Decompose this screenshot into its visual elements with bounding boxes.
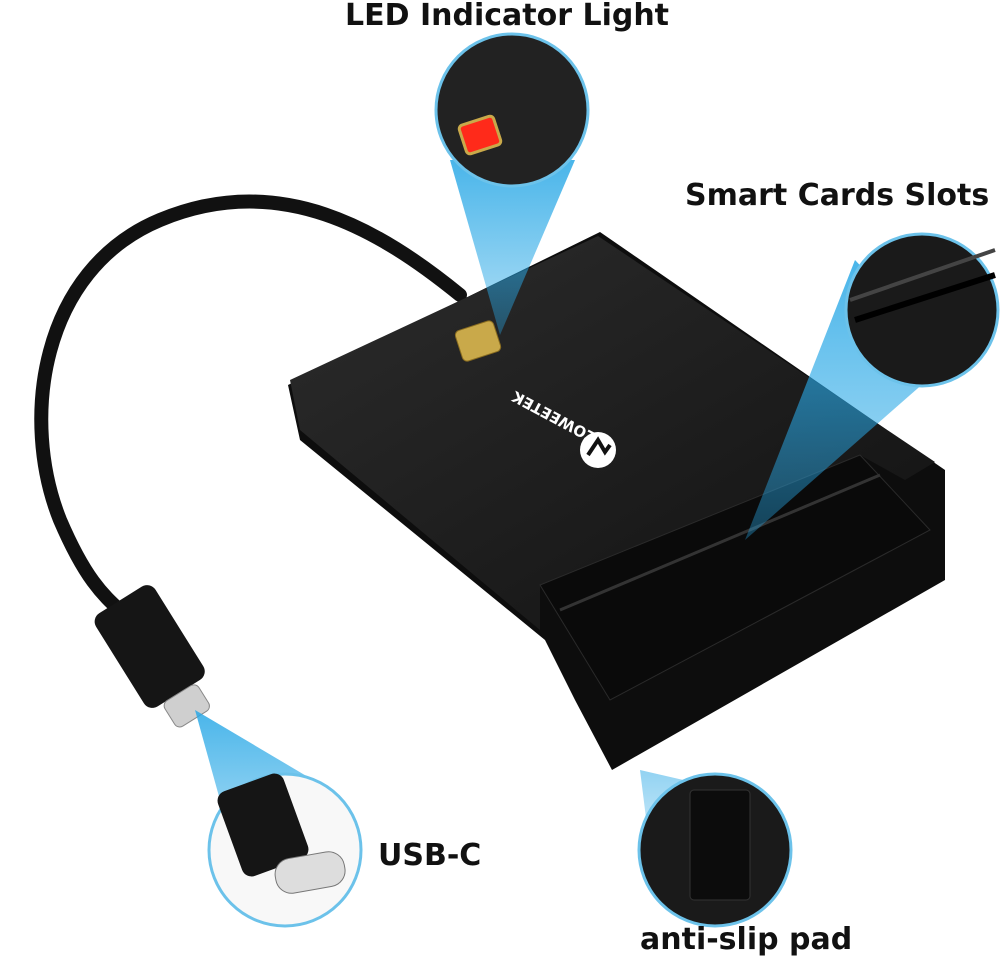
smart-card-slots-label: Smart Cards Slots	[685, 178, 990, 213]
usb-c-label: USB-C	[378, 838, 482, 873]
card-slot	[539, 454, 931, 701]
usb-cable	[34, 194, 467, 627]
reader-body-top	[290, 236, 935, 630]
anti-slip-pad-label: anti-slip pad	[640, 922, 853, 957]
pad-zoom-circle	[637, 772, 793, 928]
slot-zoom-circle	[844, 232, 1000, 388]
led-callout-beam	[450, 160, 575, 335]
brand-logo	[580, 432, 616, 468]
chip	[454, 320, 502, 362]
usb-zoom-circle	[207, 772, 363, 928]
led-zoom-circle	[434, 32, 590, 188]
led-indicator-label: LED Indicator Light	[345, 0, 670, 33]
